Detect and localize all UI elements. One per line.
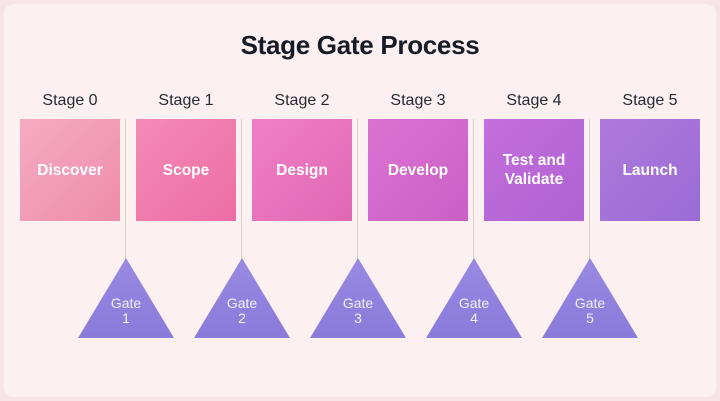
stage-box-launch: Launch [600, 119, 700, 221]
stage-label: Stage 2 [274, 92, 330, 109]
gate-label: Gate [574, 295, 606, 311]
gate-triangle-3: Gate 3 [310, 258, 406, 338]
gate-number: 5 [586, 310, 594, 326]
stage-box-develop: Develop [368, 119, 468, 221]
stage-label: Stage 0 [42, 92, 98, 109]
page-title: Stage Gate Process [240, 30, 480, 60]
stage-box-design: Design [252, 119, 352, 221]
stage-box-label: Launch [622, 161, 678, 179]
stage-label: Stage 5 [622, 92, 678, 109]
gate-number: 1 [122, 310, 130, 326]
gate-number: 4 [470, 310, 478, 326]
gate-triangle-2: Gate 2 [194, 258, 290, 338]
stage-label: Stage 1 [158, 92, 214, 109]
gate-label: Gate [226, 295, 258, 311]
stage-box-label: Test and Validate [502, 152, 566, 188]
stage-box-label: Scope [162, 161, 210, 179]
stage-label: Stage 3 [390, 92, 446, 109]
stage-box-label: Develop [387, 161, 449, 179]
gate-number: 3 [354, 310, 362, 326]
diagram-card: Stage Gate Process Stage 0 Discover Stag… [4, 4, 716, 397]
gate-label: Gate [342, 295, 374, 311]
gate-number: 2 [238, 310, 246, 326]
stage-box-test-and-validate: Test and Validate [484, 119, 584, 221]
gate-label: Gate [110, 295, 142, 311]
stage-box-scope: Scope [136, 119, 236, 221]
gate-label: Gate [458, 295, 490, 311]
connector-line-3 [357, 119, 358, 262]
connector-line-2 [241, 119, 242, 262]
gate-triangle-4: Gate 4 [426, 258, 522, 338]
stage-label: Stage 4 [506, 92, 562, 109]
stage-box-label: Design [276, 161, 328, 179]
gate-triangle-1: Gate 1 [78, 258, 174, 338]
stage-box-discover: Discover [20, 119, 120, 221]
connector-line-5 [589, 119, 590, 262]
connector-line-1 [125, 119, 126, 262]
stage-box-label: Discover [37, 161, 103, 179]
gate-triangle-5: Gate 5 [542, 258, 638, 338]
connector-line-4 [473, 119, 474, 262]
